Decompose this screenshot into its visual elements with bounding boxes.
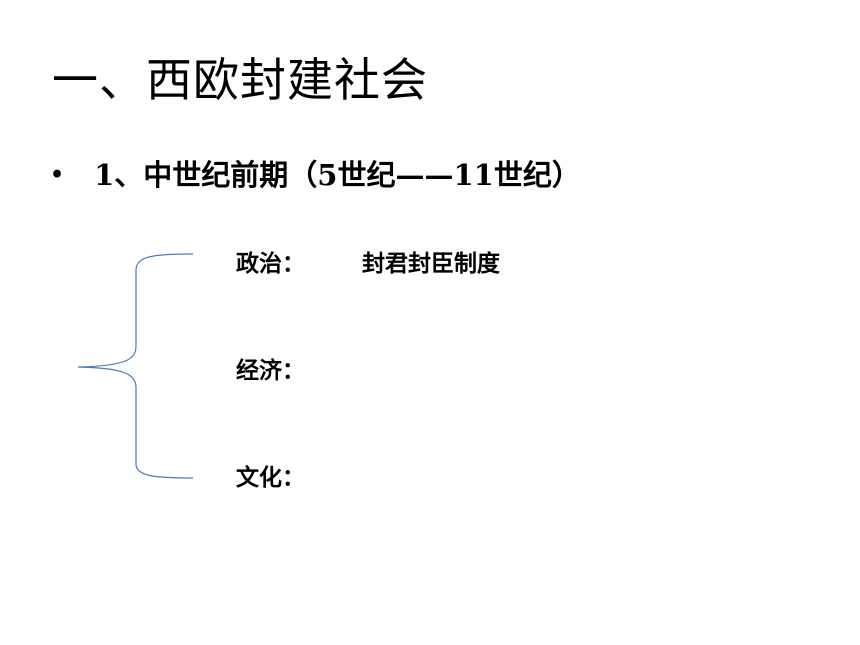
bullet-text: 1、中世纪前期（5世纪——11世纪） [94,158,581,192]
brace-path [77,253,194,479]
politics-value: 封君封臣制度 [362,250,501,277]
list-item-politics: 政治： 封君封臣制度 [236,249,500,279]
list-item-culture: 文化： [236,463,362,493]
slide-title: 一、西欧封建社会 [52,53,428,107]
curly-brace-icon [77,253,194,479]
bullet-marker: • [50,162,65,188]
culture-label: 文化： [236,464,305,491]
economy-label: 经济： [236,357,305,384]
list-item-economy: 经济： [236,356,362,386]
bullet-item: • 1、中世纪前期（5世纪——11世纪） [50,155,581,195]
politics-label: 政治： [236,250,305,277]
